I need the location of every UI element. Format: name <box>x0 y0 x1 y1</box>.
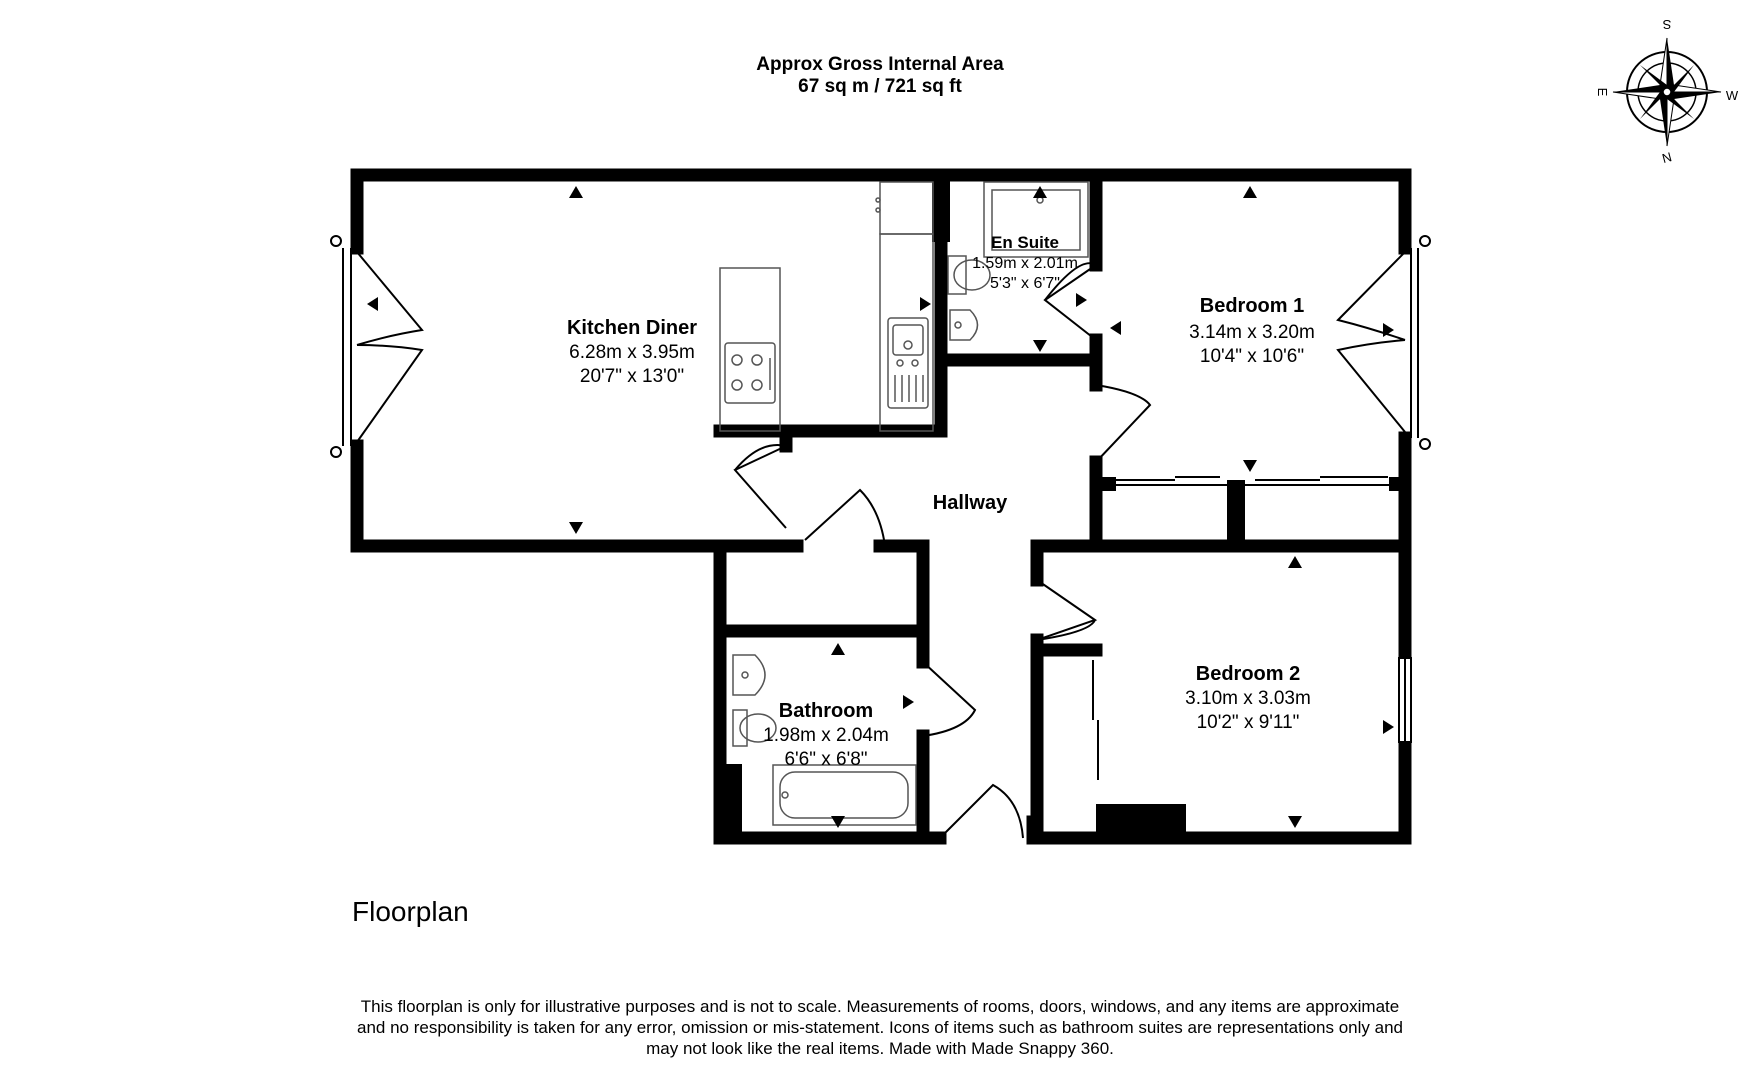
bedroom1-name: Bedroom 1 <box>1200 295 1304 317</box>
disclaimer-line-1: This floorplan is only for illustrative … <box>360 997 1400 1016</box>
bathroom-fixtures <box>732 654 917 826</box>
compass-n: N <box>1660 149 1673 166</box>
compass-s: S <box>1662 17 1671 32</box>
area-value: 67 sq m / 721 sq ft <box>798 76 962 97</box>
disclaimer-line-3: may not look like the real items. Made w… <box>646 1039 1114 1058</box>
patio-doors-kitchen <box>330 235 424 458</box>
kitchen-name: Kitchen Diner <box>567 317 697 339</box>
bathroom-name: Bathroom <box>779 700 873 722</box>
bedroom2-metric: 3.10m x 3.03m <box>1185 688 1311 709</box>
compass-e: E <box>1595 88 1610 97</box>
disclaimer: This floorplan is only for illustrative … <box>310 996 1450 1059</box>
ensuite-name: En Suite <box>991 233 1059 252</box>
ensuite-imperial: 5'3" x 6'7" <box>990 275 1060 292</box>
bedroom1-metric: 3.14m x 3.20m <box>1189 322 1315 343</box>
disclaimer-line-2: and no responsibility is taken for any e… <box>357 1018 1403 1037</box>
ensuite-metric: 1.59m x 2.01m <box>972 255 1078 272</box>
bedroom2-name: Bedroom 2 <box>1196 663 1300 685</box>
bedroom2-imperial: 10'2" x 9'11" <box>1197 712 1300 733</box>
area-header: Approx Gross Internal Area 67 sq m / 721… <box>680 54 1080 98</box>
wardrobe <box>1102 476 1403 491</box>
hallway-name: Hallway <box>933 492 1008 514</box>
measurement-markers <box>367 186 1394 828</box>
internal-doors <box>733 262 1152 839</box>
ensuite-fixtures <box>947 181 1089 341</box>
bedroom1-imperial: 10'4" x 10'6" <box>1200 346 1304 367</box>
kitchen-fixtures <box>719 181 934 432</box>
bathroom-metric: 1.98m x 2.04m <box>763 725 889 746</box>
compass-w: W <box>1726 88 1739 103</box>
plan-label: Floorplan <box>352 896 469 927</box>
cupboard-doors <box>1092 660 1099 780</box>
patio-doors-bedroom1 <box>1336 235 1431 450</box>
kitchen-metric: 6.28m x 3.95m <box>569 342 695 363</box>
window-bedroom2 <box>1398 657 1412 743</box>
area-title: Approx Gross Internal Area <box>756 54 1004 75</box>
compass-icon: S N E W <box>1595 17 1739 166</box>
bathroom-imperial: 6'6" x 6'8" <box>784 749 867 770</box>
kitchen-imperial: 20'7" x 13'0" <box>580 366 684 387</box>
